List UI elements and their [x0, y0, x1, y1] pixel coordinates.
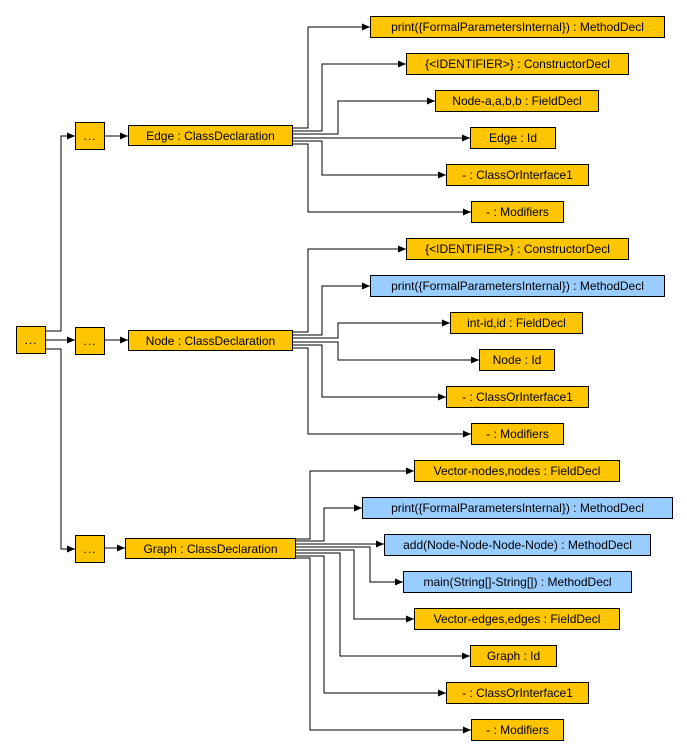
- node-child-node[interactable]: {<IDENTIFIER>} : ConstructorDecl: [406, 238, 629, 260]
- graph-child-node[interactable]: Vector-edges,edges : FieldDecl: [414, 608, 620, 630]
- edge-class-child-edge: [293, 143, 471, 213]
- node-class-child-edge: [293, 341, 479, 361]
- arrowhead: [463, 430, 471, 438]
- arrowhead: [427, 97, 435, 105]
- graph-class-child-edge: [296, 470, 414, 540]
- node-class-child-edge: [293, 347, 471, 435]
- graph-child-node[interactable]: - : ClassOrInterface1: [446, 682, 589, 704]
- arrowhead: [438, 393, 446, 401]
- node-class-child-edge: [293, 344, 446, 398]
- arrowhead: [462, 652, 470, 660]
- node-class-child-edge: [293, 248, 406, 333]
- graph-group-node[interactable]: ...: [75, 535, 105, 563]
- graph-class-child-edge: [296, 557, 471, 731]
- root-to-graph-group-edge: [46, 348, 75, 550]
- edge-class-node[interactable]: Edge : ClassDeclaration: [128, 125, 293, 146]
- node-class-child-edge: [293, 285, 370, 336]
- edge-child-node[interactable]: - : ClassOrInterface1: [446, 164, 589, 186]
- arrowhead: [442, 319, 450, 327]
- graph-class-child-edge: [296, 546, 403, 583]
- arrowhead: [67, 336, 75, 344]
- graph-child-node[interactable]: print({FormalParametersInternal}) : Meth…: [362, 497, 673, 519]
- edge-class-child-edge: [293, 100, 435, 135]
- graph-class-child-edge: [296, 555, 446, 694]
- graph-child-node[interactable]: Vector-nodes,nodes : FieldDecl: [414, 460, 620, 482]
- graph-child-node[interactable]: main(String[]-String[]) : MethodDecl: [403, 571, 632, 593]
- edge-child-node[interactable]: - : Modifiers: [471, 201, 564, 223]
- node-class-node[interactable]: Node : ClassDeclaration: [128, 330, 293, 351]
- arrowhead: [463, 208, 471, 216]
- node-child-node[interactable]: - : ClassOrInterface1: [446, 386, 589, 408]
- root-node[interactable]: ...: [16, 326, 46, 354]
- arrowhead: [462, 134, 470, 142]
- arrowhead: [120, 132, 128, 140]
- node-child-node[interactable]: Node : Id: [479, 349, 555, 371]
- arrowhead: [67, 132, 75, 140]
- arrowhead: [67, 545, 75, 553]
- arrowhead: [438, 171, 446, 179]
- edge-group-node[interactable]: ...: [75, 122, 105, 150]
- arrowhead: [398, 60, 406, 68]
- graph-child-node[interactable]: add(Node-Node-Node-Node) : MethodDecl: [384, 534, 651, 556]
- edge-child-node[interactable]: print({FormalParametersInternal}) : Meth…: [370, 16, 665, 38]
- edge-class-child-edge: [293, 140, 446, 176]
- edge-child-node[interactable]: Edge : Id: [470, 127, 556, 149]
- arrowhead: [398, 245, 406, 253]
- arrowhead: [117, 544, 125, 552]
- arrowhead: [406, 467, 414, 475]
- root-to-edge-group-edge: [46, 135, 75, 332]
- node-group-node[interactable]: ...: [75, 327, 105, 355]
- graph-class-child-edge: [296, 552, 470, 657]
- arrowhead: [120, 336, 128, 344]
- graph-class-node[interactable]: Graph : ClassDeclaration: [125, 538, 296, 559]
- graph-child-node[interactable]: Graph : Id: [470, 645, 557, 667]
- arrowhead: [362, 282, 370, 290]
- edge-child-node[interactable]: Node-a,a,b,b : FieldDecl: [435, 90, 599, 112]
- arrowhead: [362, 23, 370, 31]
- node-class-child-edge: [293, 322, 450, 339]
- arrowhead: [406, 615, 414, 623]
- edge-child-node[interactable]: {<IDENTIFIER>} : ConstructorDecl: [406, 53, 629, 75]
- arrowhead: [376, 540, 384, 548]
- node-child-node[interactable]: print({FormalParametersInternal}) : Meth…: [370, 275, 665, 297]
- graph-class-child-edge: [296, 507, 362, 542]
- arrowhead: [463, 726, 471, 734]
- arrowhead: [395, 578, 403, 586]
- arrowhead: [354, 504, 362, 512]
- node-child-node[interactable]: - : Modifiers: [471, 423, 564, 445]
- arrowhead: [438, 689, 446, 697]
- arrowhead: [471, 356, 479, 364]
- edge-class-child-edge: [293, 63, 406, 132]
- node-child-node[interactable]: int-id,id : FieldDecl: [450, 312, 583, 334]
- graph-class-child-edge: [296, 549, 414, 620]
- graph-child-node[interactable]: - : Modifiers: [471, 719, 564, 741]
- edge-class-child-edge: [293, 26, 370, 129]
